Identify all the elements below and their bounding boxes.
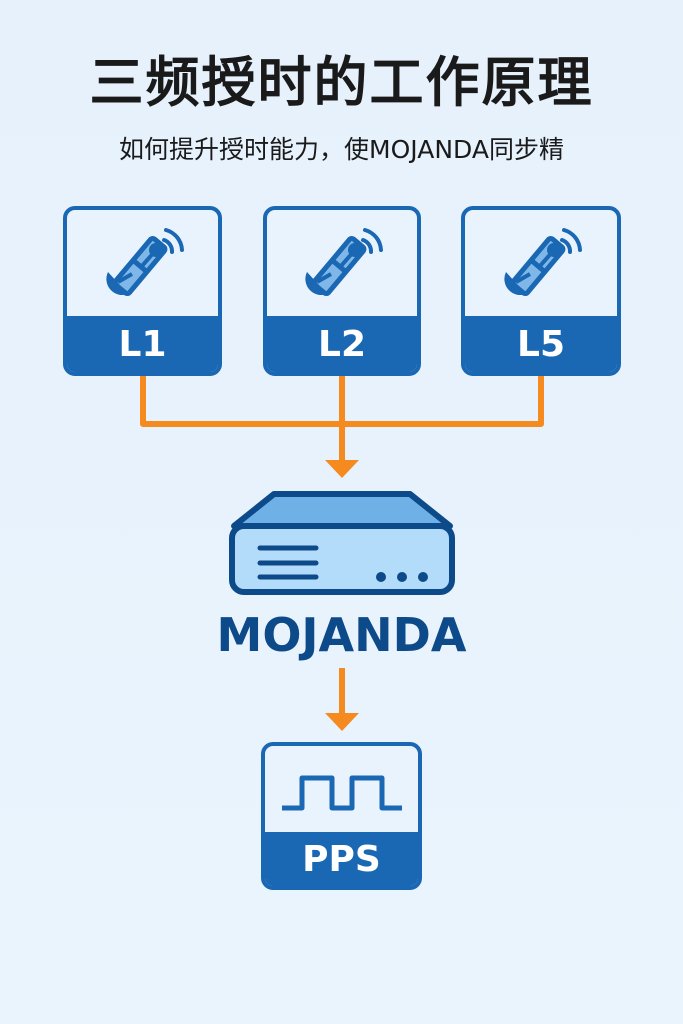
band-card-l1: L1 [63,206,222,376]
band-card-l5: L5 [461,206,621,376]
satellite-icon [305,228,383,297]
page-title: 三频授时的工作原理 [89,51,594,114]
pps-output-card: PPS [261,742,422,890]
band-label: L2 [267,316,417,372]
output-label: PPS [265,832,418,886]
band-label: L1 [67,316,218,372]
band-card-l2: L2 [263,206,421,376]
satellite-icon [105,228,184,297]
pulse-wave-icon [281,775,402,811]
device-label: MOJANDA [216,608,467,662]
arrow-head-down-icon [325,460,359,478]
band-label: L5 [465,316,617,372]
page-subtitle: 如何提升授时能力，使MOJANDA同步精 [119,135,564,164]
server-icon [229,491,455,595]
arrow-head-down-icon [325,713,359,731]
satellite-icon [504,228,582,297]
